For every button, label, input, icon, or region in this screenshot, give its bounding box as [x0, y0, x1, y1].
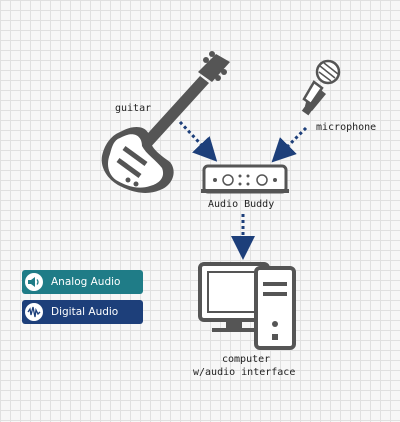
- legend-analog-audio-label: Analog Audio: [51, 276, 121, 288]
- speaker-icon: [25, 273, 43, 291]
- legend-analog-audio: Analog Audio: [22, 270, 143, 294]
- waveform-icon: [25, 303, 43, 321]
- computer-sublabel: w/audio interface: [193, 367, 296, 378]
- guitar-to-audio-buddy-arrow: [178, 120, 218, 162]
- guitar-icon: [101, 51, 230, 193]
- microphone-to-audio-buddy-arrow: [271, 126, 308, 163]
- microphone-icon: [301, 59, 341, 116]
- legend-digital-audio: Digital Audio: [22, 300, 143, 324]
- audio-buddy-device-icon: [201, 164, 289, 194]
- audio-buddy-label: Audio Buddy: [208, 199, 275, 210]
- guitar-label: guitar: [115, 103, 152, 114]
- computer-label: computer: [222, 354, 271, 365]
- legend-digital-audio-label: Digital Audio: [51, 306, 119, 318]
- computer-icon: [198, 262, 296, 350]
- microphone-label: microphone: [316, 122, 377, 133]
